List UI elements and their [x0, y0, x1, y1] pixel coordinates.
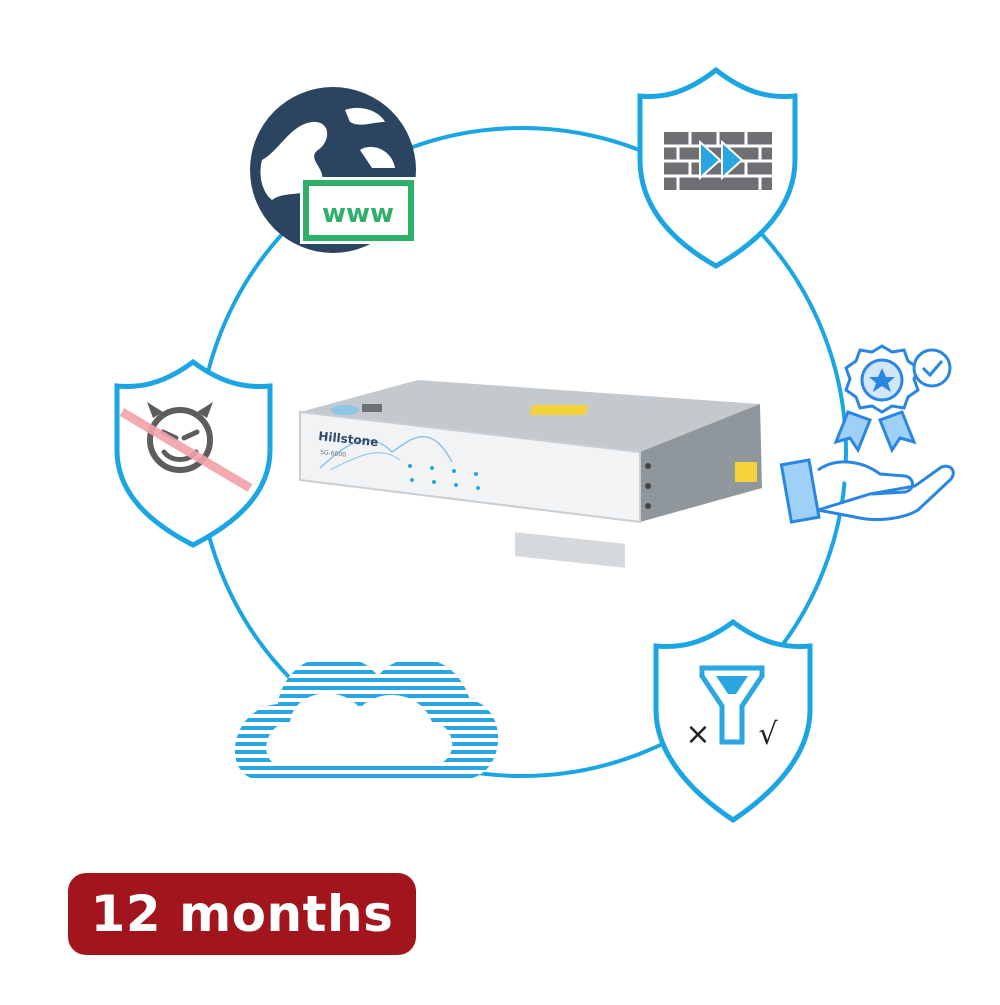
cloud-icon	[234, 655, 499, 780]
antimalware-shield-icon	[114, 358, 273, 548]
allow-symbol: √	[758, 717, 778, 752]
award-hand-icon	[779, 344, 955, 524]
subscription-duration-label: 12 months	[90, 885, 394, 943]
device-model: SG-6000	[320, 449, 347, 459]
deny-symbol: ×	[685, 717, 710, 752]
firewall-shield-icon	[637, 66, 798, 269]
globe-www-icon: www	[250, 87, 417, 253]
www-label: www	[322, 199, 394, 229]
firewall-device-image: Hillstone SG-6000	[299, 380, 762, 568]
device-brand: Hillstone	[318, 429, 379, 449]
subscription-duration-badge: 12 months	[68, 873, 416, 955]
filter-shield-icon: × √	[653, 618, 813, 824]
